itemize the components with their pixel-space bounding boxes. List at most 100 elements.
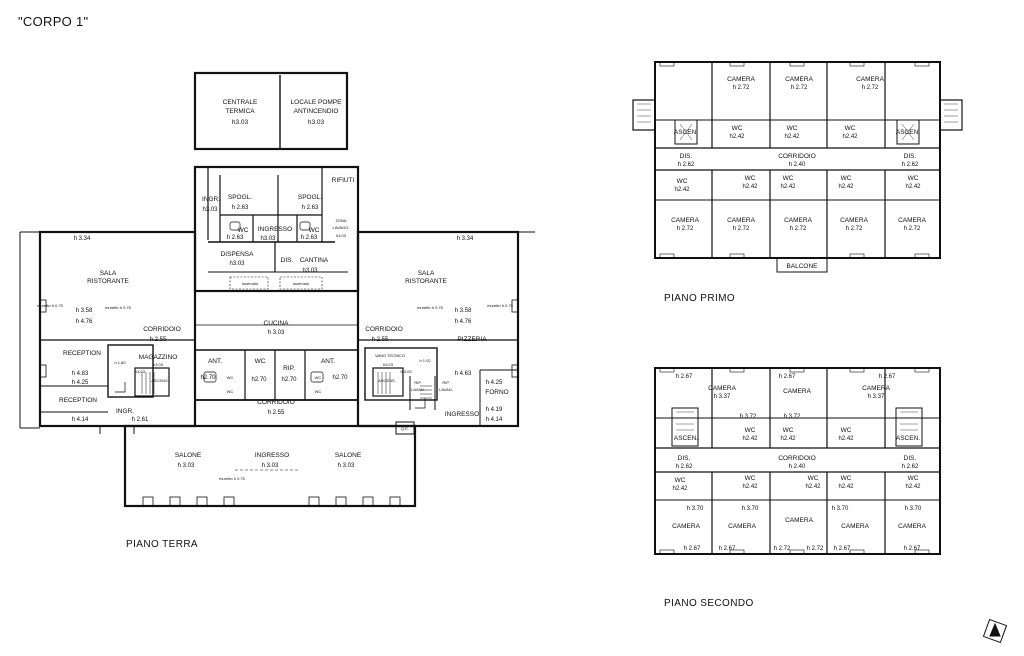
height-414-left: h 4.14 — [72, 417, 89, 423]
piano-primo-wc-t2: WC — [787, 125, 798, 132]
room-zona-lavaggio-l2: LAVAGG. — [333, 225, 350, 230]
piano-secondo-hb-6: h 2.67 — [904, 546, 921, 552]
piano-primo-camera-b2-line2: h 2.72 — [733, 226, 750, 232]
piano-secondo-camera-b3: CAMERA — [785, 517, 813, 524]
sheet-title: "CORPO 1" — [18, 14, 89, 29]
height-358-right: h 3.58 — [455, 308, 472, 314]
piano-primo-camera-t3-line2: h 2.72 — [862, 85, 879, 91]
piano-secondo-camera-t3-line2: h 3.37 — [868, 394, 885, 400]
room-locale-pompe-l2: ANTINCENDIO — [294, 108, 339, 115]
room-ingr-bottom-h: h 2.61 — [132, 417, 149, 423]
piano-primo-ascen-l: ASCEN. — [674, 129, 698, 136]
room-dispensa: DISPENSA — [221, 251, 255, 258]
piano-primo-wc-t1: WC — [732, 125, 743, 132]
piano-secondo-h267-3: h 2.67 — [879, 374, 896, 380]
piano-secondo-wc-t1-line2: h2.42 — [742, 436, 758, 442]
piano-secondo-h372-1: h 3.72 — [740, 414, 757, 420]
piano-secondo-wc-b1-line2: h2.42 — [672, 486, 688, 492]
label-muretto-2: muretto h 0.75 — [105, 305, 132, 310]
piano-primo-wc-t3: WC — [845, 125, 856, 132]
room-wc-2: WC — [309, 227, 320, 234]
piano-secondo-wc-t2: WC — [783, 427, 794, 434]
room-ingresso-right: INGRESSO — [445, 411, 479, 418]
room-ingr-top: INGR. — [202, 196, 220, 203]
piano-primo-wc-b3: WC — [783, 175, 794, 182]
room-ingresso-staff-h: h3.03 — [260, 236, 276, 242]
piano-secondo-hb-2: h 2.67 — [719, 546, 736, 552]
piano-secondo-dis-l-line2: h 2.62 — [676, 464, 693, 470]
piano-secondo-wc-t3: WC — [841, 427, 852, 434]
piano-secondo-wc-t2-line2: h2.42 — [780, 436, 796, 442]
piano-primo-corridoio: CORRIDOIO — [778, 153, 816, 160]
piano-secondo-camera-t2: CAMERA — [783, 388, 811, 395]
height-270-a: h2.70 — [200, 375, 216, 381]
room-cantina: CANTINA — [300, 257, 329, 264]
piano-secondo-h372-2: h 3.72 — [784, 414, 801, 420]
piano-secondo-h370-1: h 3.70 — [687, 506, 704, 512]
piano-primo-wc-t2-line2: h2.42 — [784, 134, 800, 140]
piano-primo-camera-t1-line2: h 2.72 — [733, 85, 750, 91]
piano-secondo-camera-t3: CAMERA — [862, 385, 890, 392]
room-spogl-2: SPOGL. — [298, 194, 322, 201]
piano-primo-camera-t2: CAMERA — [785, 76, 813, 83]
room-locale-pompe-h: h3.03 — [308, 119, 325, 126]
piano-primo-wc-b2-line2: h2.42 — [742, 184, 758, 190]
room-reception-2: RECEPTION — [59, 397, 97, 404]
height-358-left: h 3.58 — [76, 308, 93, 314]
piano-primo-dis-r-line2: h 2.62 — [902, 162, 919, 168]
rip-lavan-1: RIP. — [414, 380, 421, 385]
piano-secondo-ascen-l: ASCEN. — [674, 435, 698, 442]
height-425-left: h 4.25 — [72, 380, 89, 386]
label-muretto-1: muretto h 0.75 — [37, 303, 64, 308]
room-corridoio-mid: CORRIDOIO — [257, 399, 295, 406]
room-ascens-right: ASCENS. — [378, 378, 396, 383]
piano-secondo-hb-3: h 2.72 — [774, 546, 791, 552]
room-spogl-2-h: h 2.63 — [302, 205, 319, 211]
room-centrale-termica-h: h3.03 — [232, 119, 249, 126]
height-sala-right: h 3.34 — [457, 236, 474, 242]
height-476-right: h 4.76 — [455, 319, 472, 325]
room-wc-2-h: h 2.63 — [301, 235, 318, 241]
piano-primo-wc-b1-line2: h2.42 — [674, 187, 690, 193]
caption-piano-primo: PIANO PRIMO — [664, 293, 736, 304]
label-muretto-5: muretto h 0.75 — [219, 476, 246, 481]
room-ingresso-staff: INGRESSO — [258, 226, 292, 233]
piano-secondo-h267-2: h 2.67 — [779, 374, 796, 380]
piano-secondo-hb-4: h 2.72 — [807, 546, 824, 552]
room-magazzino-h: h3.03 — [153, 362, 164, 367]
piano-secondo-ascen-r: ASCEN. — [896, 435, 920, 442]
piano-primo-camera-t2-line2: h 2.72 — [791, 85, 808, 91]
label-lucernaio-2: lucernaio — [293, 281, 310, 286]
piano-primo-camera-b3-line2: h 2.72 — [790, 226, 807, 232]
room-ingresso-main-h: h 3.03 — [262, 463, 279, 469]
piano-secondo-camera-b2: CAMERA — [728, 523, 756, 530]
north-arrow-icon — [982, 618, 1008, 644]
label-h303-s: h3.03 — [135, 369, 146, 374]
piano-secondo-h370-2: h 3.70 — [742, 506, 759, 512]
label-muretto-3: muretto h 0.75 — [417, 305, 444, 310]
height-476-left: h 4.76 — [76, 319, 93, 325]
piano-primo-wc-b5: WC — [908, 175, 919, 182]
piano-secondo-dis-r-line2: h 2.62 — [902, 464, 919, 470]
piano-primo-wc-t3-line2: h2.42 — [842, 134, 858, 140]
room-corridoio-right: CORRIDOIO — [365, 326, 403, 333]
piano-secondo-camera-b4: CAMERA — [841, 523, 869, 530]
room-rip: RIP. — [283, 365, 295, 372]
piano-secondo-wc-b3-line2: h2.42 — [805, 484, 821, 490]
height-sala-left: h 3.34 — [74, 236, 91, 242]
label-muretto-4: muretto h 0.75 — [487, 303, 514, 308]
room-salone-1-h: h 3.03 — [178, 463, 195, 469]
height-425-right: h 4.25 — [486, 380, 503, 386]
piano-secondo-wc-t3-line2: h2.42 — [838, 436, 854, 442]
piano-primo-dis-r: DIS. — [904, 153, 917, 160]
label-h303-t: h 3.03 — [400, 369, 412, 374]
piano-secondo-camera-t1: CAMERA — [708, 385, 736, 392]
piano-primo-camera-t1: CAMERA — [727, 76, 755, 83]
piano-primo-dis-l-line2: h 2.62 — [678, 162, 695, 168]
room-vano-tecnico: VANO TECNICO — [375, 353, 405, 358]
room-sala-right-l2: RISTORANTE — [405, 278, 447, 285]
piano-primo-camera-b3: CAMERA — [784, 217, 812, 224]
room-cantina-h: h3.03 — [302, 268, 318, 274]
